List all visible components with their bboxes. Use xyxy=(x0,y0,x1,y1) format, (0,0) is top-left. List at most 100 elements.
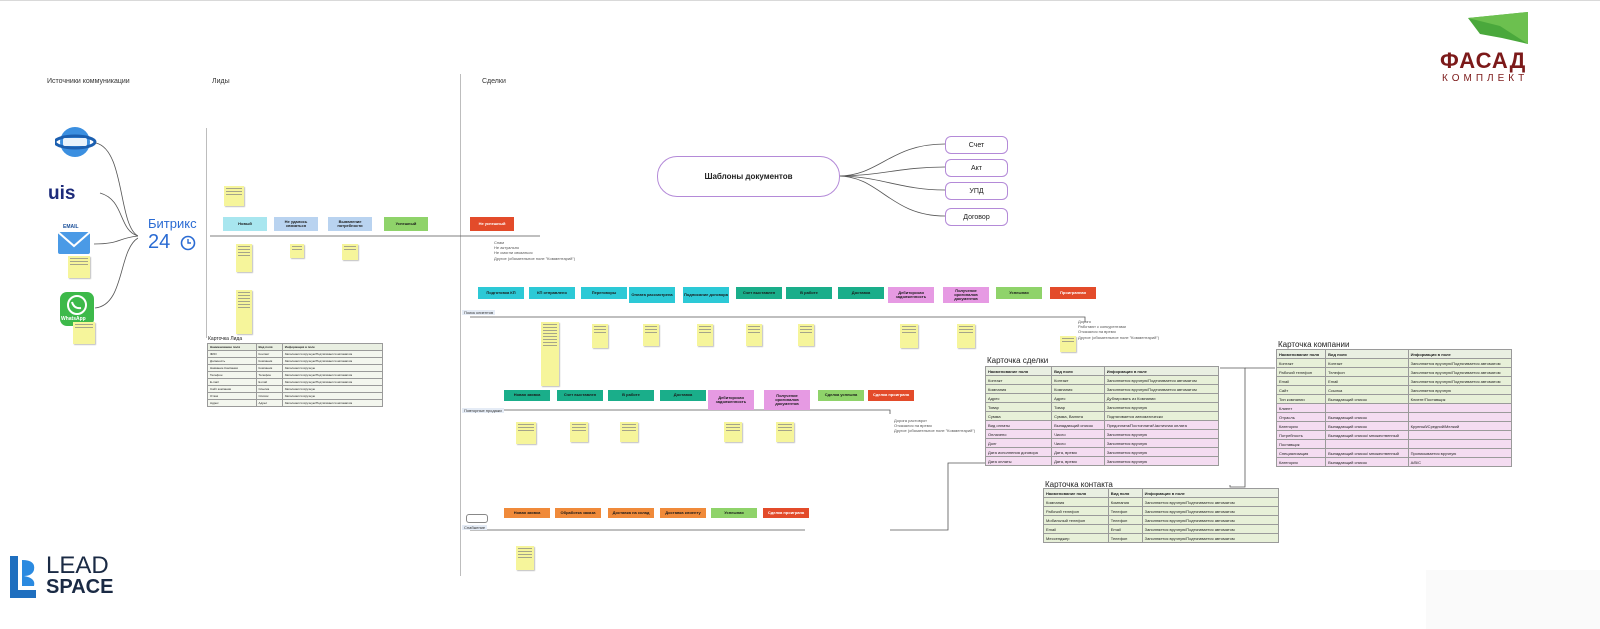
table-header-cell: Вид поля xyxy=(1051,366,1105,376)
table-cell: Специализация xyxy=(1275,448,1327,458)
table-cell: Контакт xyxy=(1325,358,1409,368)
table-cell: Адрес xyxy=(984,393,1053,403)
table-header-cell: Наименование поля xyxy=(984,366,1053,376)
table-cell: Категория xyxy=(1275,457,1327,467)
table-cell: Заполняется вручную xyxy=(1103,447,1220,457)
table-cell: Поставщик xyxy=(1275,439,1327,449)
pipeline1-stage: Счет выставлен xyxy=(736,287,782,299)
pipeline1-stage: КП отправлено xyxy=(529,287,575,299)
table-cell: Подтягивается автоматически xyxy=(1103,411,1220,421)
table-cell: Заполняется вручную/Подтягивается автома… xyxy=(1141,497,1280,507)
table-header-cell: Информация в поле xyxy=(1407,349,1513,359)
mindmap-node-upd: УПД xyxy=(945,182,1008,200)
table-cell: Заполняется вручную/Подтягивается автома… xyxy=(1407,358,1513,368)
table-cell: Заполняется вручную/Подтягивается автома… xyxy=(1407,367,1513,377)
mindmap-node-invoice: Счет xyxy=(945,136,1008,154)
table-cell: Выпадающий список/ множественный xyxy=(1325,448,1409,458)
table-cell: Категория xyxy=(1275,421,1327,431)
table-cell: Заполняется вручную xyxy=(1103,456,1220,466)
table-cell: Телефон xyxy=(1325,367,1409,377)
table-header-cell: Вид поля xyxy=(255,343,283,351)
pipeline1-stage: Доставка xyxy=(838,287,884,299)
deal-sticky xyxy=(1060,336,1076,352)
pipeline1-stage: Подписание договора xyxy=(683,287,729,303)
pipeline1-stage: Переговоры xyxy=(581,287,627,299)
table-cell: Дата оплаты xyxy=(984,456,1053,466)
mindmap-node-contract: Договор xyxy=(945,208,1008,226)
table-cell: А/В/С xyxy=(1407,457,1513,467)
repeat-sticky xyxy=(516,422,536,444)
table-cell: Адрес xyxy=(207,399,257,407)
pipeline1-stage: В работе xyxy=(786,287,832,299)
lead-sticky xyxy=(290,244,304,258)
pipeline3-stage: Доставка клиенту xyxy=(660,508,706,518)
table-cell: Компания xyxy=(1051,384,1105,394)
table-cell: Заполняется вручную/Подтягивается автома… xyxy=(281,371,384,379)
table-cell: Телефон xyxy=(1107,515,1143,525)
table-cell: Клиент/Поставщик xyxy=(1407,394,1513,404)
table-cell xyxy=(1407,412,1513,422)
deals-header: Сделки xyxy=(482,78,506,85)
table-cell: Число xyxy=(1051,429,1105,439)
table-cell: Заполняется вручную/Подтягивается автома… xyxy=(281,399,384,407)
deal-table-title: Карточка сделки xyxy=(987,356,1049,365)
lead-table-title: Карточка Лида xyxy=(208,336,243,342)
table-cell: Заполняется вручную xyxy=(1103,429,1220,439)
deal-sticky xyxy=(697,324,713,346)
table-cell: Сайт xyxy=(1275,385,1327,395)
contact-table-title: Карточка контакта xyxy=(1045,480,1113,489)
repeat-sticky xyxy=(570,422,588,442)
pipeline2-label: Повторные продажи xyxy=(462,408,504,413)
lead-stage: Не удалось связаться xyxy=(274,217,318,231)
table-cell: Должность xyxy=(207,357,257,365)
table-cell: Компания xyxy=(1043,497,1109,507)
table-cell: Заполняется вручную xyxy=(1103,402,1220,412)
pipeline1-stage: Получение оригиналов документов xyxy=(943,287,989,303)
bitrix-name: Битрикс xyxy=(148,216,197,231)
table-cell: Ссылка xyxy=(1325,385,1409,395)
table-cell: Заполняется вручную xyxy=(281,364,384,372)
table-cell: Сумма, Валюта xyxy=(1051,411,1105,421)
sources-header: Источники коммуникации xyxy=(47,78,130,85)
leads-divider xyxy=(206,128,207,338)
web-source-icon xyxy=(53,124,97,162)
table-header-cell: Вид поля xyxy=(1325,349,1409,359)
table-cell: Вид оплаты xyxy=(984,420,1053,430)
table-cell xyxy=(1325,439,1409,449)
table-header-cell: Вид поля xyxy=(1107,488,1143,498)
pipeline3-stage: Обработка заказа xyxy=(555,508,601,518)
table-cell: Заполняется вручную xyxy=(1407,385,1513,395)
pipeline1-stage: Оплата рассмотрена xyxy=(629,287,675,303)
repeat-sticky xyxy=(620,422,638,442)
table-cell: E-mail xyxy=(207,378,257,386)
table-cell: Заполняется вручную/Подтягивается автома… xyxy=(281,357,384,365)
pipeline1-stage: Проигранная xyxy=(1050,287,1096,299)
corner-panel xyxy=(1426,570,1600,629)
fasad-roof-icon xyxy=(1468,12,1528,44)
table-cell: Заполняется вручную/Подтягивается автома… xyxy=(281,378,384,386)
pipeline2-stage: Сделка проиграна xyxy=(868,390,914,401)
table-cell: Рабочий телефон xyxy=(1275,367,1327,377)
table-cell: Email xyxy=(1043,524,1109,534)
fasad-title: ФАСАД xyxy=(1440,48,1527,73)
table-cell: Телефон xyxy=(1107,506,1143,516)
